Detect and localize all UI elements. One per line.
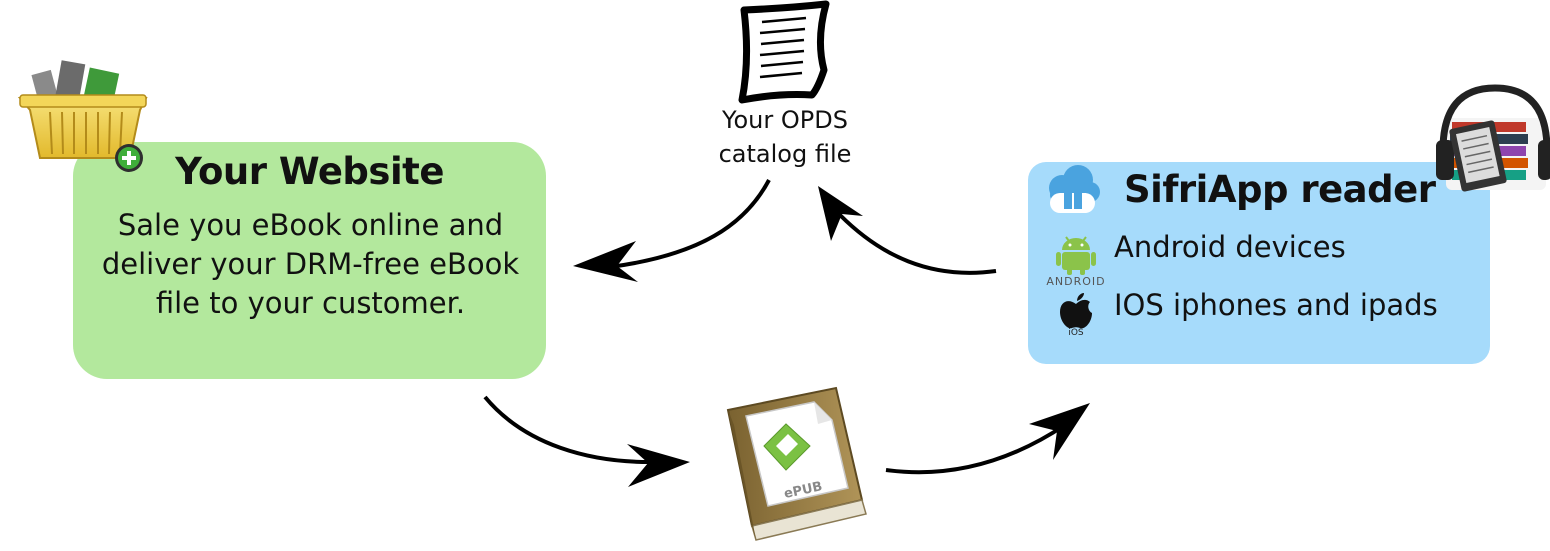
website-title: Your Website bbox=[175, 150, 444, 193]
ios-label: IOS iphones and ipads bbox=[1114, 288, 1438, 322]
arrow-website-to-epub bbox=[483, 395, 690, 487]
shopping-basket-icon bbox=[17, 60, 148, 172]
document-icon bbox=[738, 0, 830, 104]
android-label: Android devices bbox=[1114, 230, 1346, 264]
website-box bbox=[73, 142, 546, 379]
android-caption: ANDROID bbox=[1046, 275, 1106, 288]
apple-icon bbox=[1060, 293, 1092, 329]
website-description: Sale you eBook online and deliver your D… bbox=[101, 208, 520, 320]
reader-box bbox=[1028, 162, 1490, 364]
epub-book-icon: ePUB bbox=[726, 386, 867, 541]
audiobook-reader-icon bbox=[1436, 84, 1550, 192]
arrow-epub-to-reader bbox=[885, 403, 1090, 475]
arrow-reader-to-catalog bbox=[818, 186, 997, 275]
reader-title: SifriApp reader bbox=[1124, 168, 1436, 211]
arrow-catalog-to-website bbox=[573, 179, 771, 282]
cloud-icon bbox=[1049, 165, 1100, 213]
android-icon bbox=[1056, 236, 1096, 275]
ios-caption: iOS bbox=[1068, 328, 1084, 338]
